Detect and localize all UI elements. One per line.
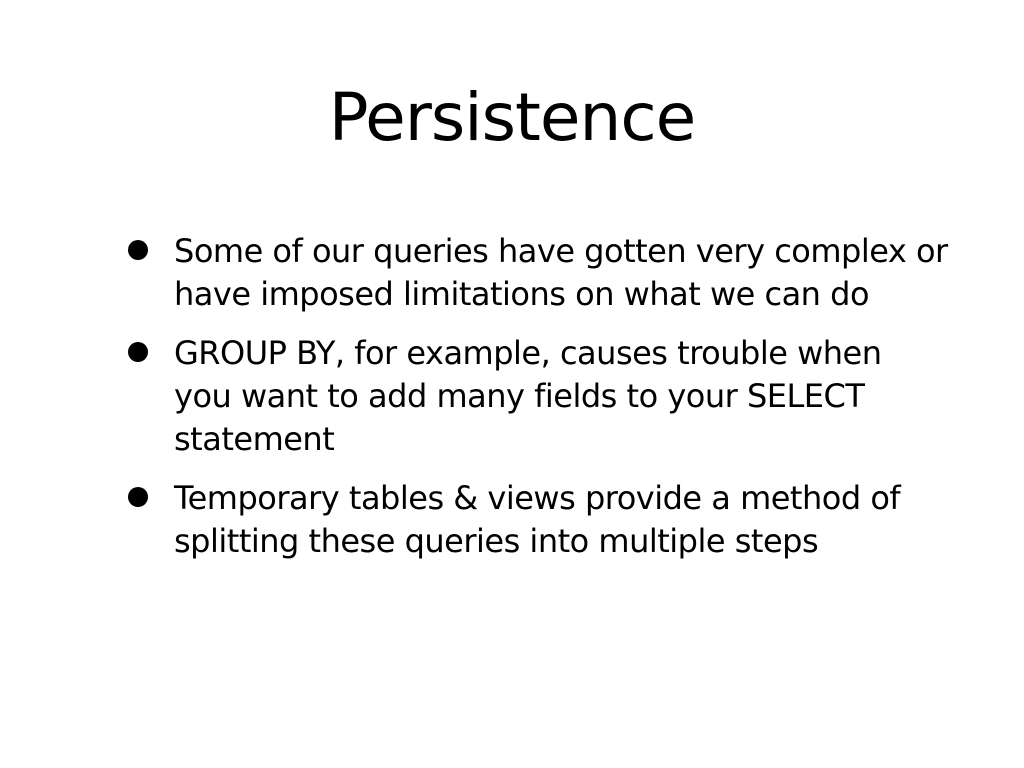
bullet-text: Temporary tables & views provide a metho… — [174, 479, 901, 560]
bullet-text: GROUP BY, for example, causes trouble wh… — [174, 334, 882, 458]
bullet-item: GROUP BY, for example, causes trouble wh… — [128, 332, 948, 461]
bullet-dot-icon — [128, 342, 148, 362]
bullet-dot-icon — [128, 487, 148, 507]
bullet-dot-icon — [128, 240, 148, 260]
bullet-list: Some of our queries have gotten very com… — [128, 230, 948, 579]
bullet-text: Some of our queries have gotten very com… — [174, 232, 948, 313]
bullet-item: Temporary tables & views provide a metho… — [128, 477, 948, 563]
slide-title: Persistence — [328, 79, 697, 156]
bullet-item: Some of our queries have gotten very com… — [128, 230, 948, 316]
